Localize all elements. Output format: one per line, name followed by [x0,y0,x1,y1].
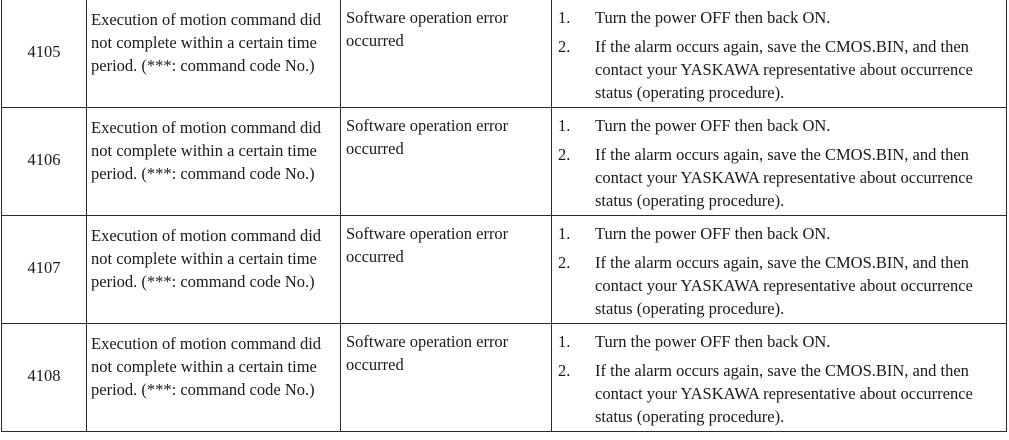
remedy-item: 1. Turn the power OFF then back ON. [558,6,1002,29]
remedy-item: 2. If the alarm occurs again, save the CM… [558,251,1002,320]
remedy-text: Turn the power OFF then back ON. [595,116,831,135]
alarm-row-4107: 4107 Execution of motion command did not… [1,215,1007,324]
alarm-table-body: 4105 Execution of motion command did not… [1,0,1007,432]
remedy-text: Turn the power OFF then back ON. [595,8,831,27]
alarm-remedy-cell: 1. Turn the power OFF then back ON. 2. If … [551,107,1007,216]
remedy-text: Turn the power OFF then back ON. [595,224,831,243]
remedy-item: 2. If the alarm occurs again, save the CM… [558,143,1002,212]
remedy-list: 1. Turn the power OFF then back ON. 2. If … [558,330,1002,428]
alarm-remedy-cell: 1. Turn the power OFF then back ON. 2. If … [551,0,1007,108]
alarm-code: 4105 [27,42,61,61]
remedy-text: If the alarm occurs again, save the CMOS… [595,37,973,102]
remedy-item: 1. Turn the power OFF then back ON. [558,114,1002,137]
remedy-number: 2. [558,253,571,272]
alarm-cause: Software operation error occurred [340,215,552,324]
alarm-code: 4107 [27,258,61,277]
alarm-meaning: Execution of motion command did not comp… [86,107,341,216]
remedy-number: 2. [558,37,571,56]
remedy-text: If the alarm occurs again, save the CMOS… [595,361,973,426]
alarm-row-4105: 4105 Execution of motion command did not… [1,0,1007,108]
remedy-list: 1. Turn the power OFF then back ON. 2. If … [558,222,1002,320]
remedy-number: 1. [558,224,571,243]
alarm-meaning: Execution of motion command did not comp… [86,0,341,108]
remedy-text: Turn the power OFF then back ON. [595,332,831,351]
alarm-table: 4105 Execution of motion command did not… [1,0,1007,432]
alarm-code-cell: 4106 [1,107,87,216]
alarm-remedy-cell: 1. Turn the power OFF then back ON. 2. If … [551,215,1007,324]
remedy-number: 1. [558,8,571,27]
alarm-meaning: Execution of motion command did not comp… [86,215,341,324]
alarm-remedy-cell: 1. Turn the power OFF then back ON. 2. If … [551,323,1007,432]
remedy-number: 1. [558,116,571,135]
remedy-list: 1. Turn the power OFF then back ON. 2. If … [558,114,1002,212]
alarm-row-4108: 4108 Execution of motion command did not… [1,323,1007,432]
alarm-meaning: Execution of motion command did not comp… [86,323,341,432]
alarm-code: 4106 [27,150,61,169]
alarm-cause: Software operation error occurred [340,323,552,432]
remedy-number: 2. [558,361,571,380]
remedy-item: 2. If the alarm occurs again, save the CM… [558,359,1002,428]
remedy-number: 2. [558,145,571,164]
alarm-cause: Software operation error occurred [340,0,552,108]
alarm-code-cell: 4105 [1,0,87,108]
alarm-code: 4108 [27,366,61,385]
remedy-list: 1. Turn the power OFF then back ON. 2. If … [558,6,1002,104]
remedy-number: 1. [558,332,571,351]
remedy-text: If the alarm occurs again, save the CMOS… [595,145,973,210]
alarm-row-4106: 4106 Execution of motion command did not… [1,107,1007,216]
remedy-item: 1. Turn the power OFF then back ON. [558,330,1002,353]
alarm-cause: Software operation error occurred [340,107,552,216]
alarm-code-cell: 4108 [1,323,87,432]
alarm-code-cell: 4107 [1,215,87,324]
remedy-text: If the alarm occurs again, save the CMOS… [595,253,973,318]
remedy-item: 2. If the alarm occurs again, save the CM… [558,35,1002,104]
remedy-item: 1. Turn the power OFF then back ON. [558,222,1002,245]
